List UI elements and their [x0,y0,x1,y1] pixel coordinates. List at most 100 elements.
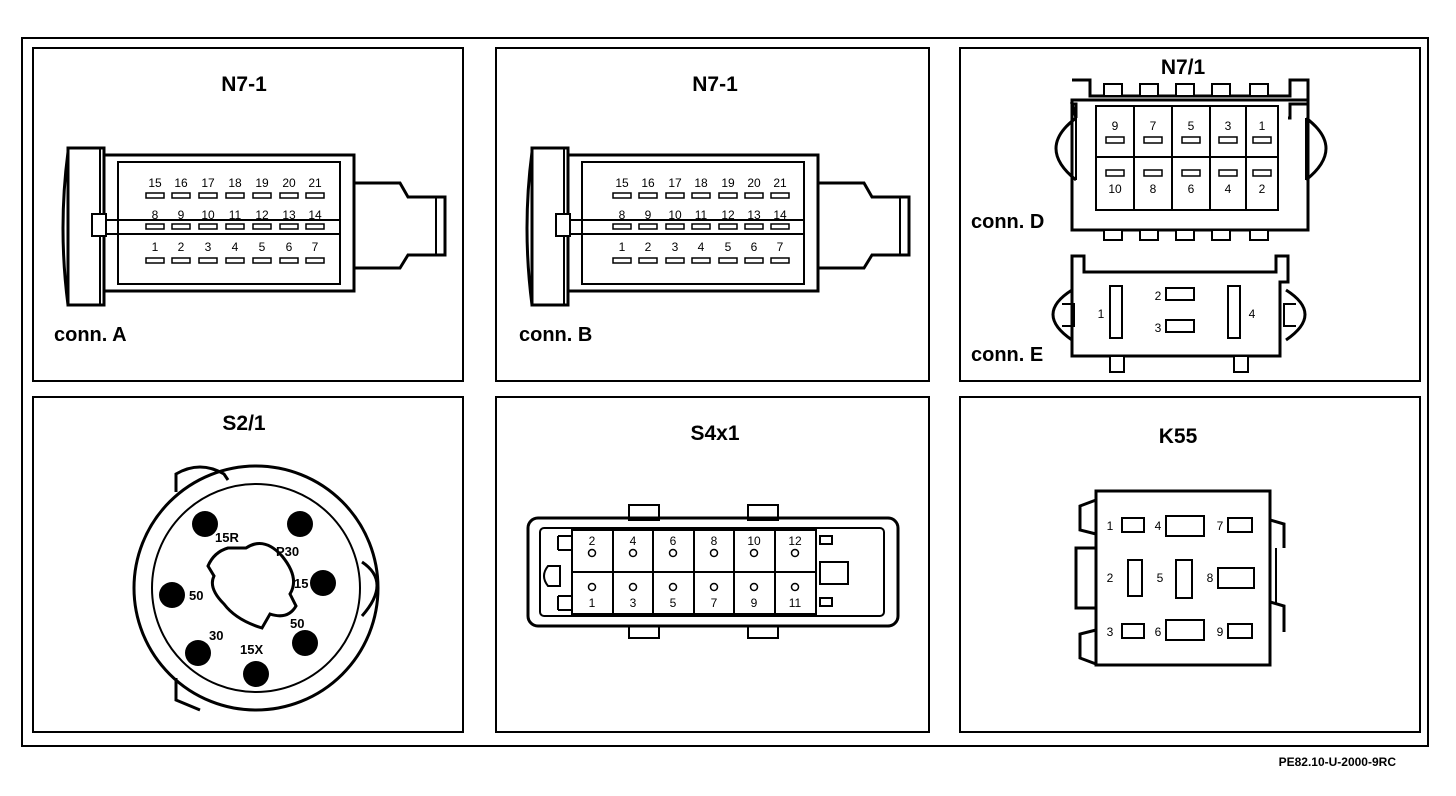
panel-title: S4x1 [690,422,739,445]
pin-label: 4 [1155,519,1162,533]
connector-label: conn. E [971,344,1043,366]
pin-label: 17 [668,176,682,190]
panel-n7-1-conn-b: N7-1 15 16 17 18 19 20 21 8 9 10 [495,47,930,382]
pin-label: 8 [619,208,626,222]
pin-label: 8 [711,534,718,548]
pin-label: 12 [255,208,269,222]
pin-label: 5 [1188,119,1195,133]
connector-e-drawing: 1 2 3 4 [1051,254,1307,373]
pin-label: 9 [645,208,652,222]
pin-label: 9 [751,596,758,610]
pin-label: 18 [694,176,708,190]
panel-title: N7-1 [692,73,738,96]
pin-label: 14 [773,208,787,222]
connector-label: conn. A [54,324,127,346]
pin-label: 1 [1107,519,1114,533]
panel-title: S2/1 [222,412,266,435]
pin-label: 3 [1225,119,1232,133]
pin-label: 1 [619,240,626,254]
ignition-switch-drawing: 15R P30 15 50 30 15X 50 [132,464,380,712]
panel-s4x1: S4x1 2 4 6 8 10 [495,396,930,733]
panel-title: N7/1 [1161,56,1206,79]
pin-label: 3 [205,240,212,254]
pin-label: 12 [721,208,735,222]
connector-d-drawing: 9 7 5 3 1 10 8 6 4 2 [1054,78,1328,241]
pin-label: 7 [777,240,784,254]
pin-label: 15 [615,176,629,190]
terminal-label: 50 [189,588,203,603]
pin-label: 1 [1259,119,1266,133]
pin-label: 4 [630,534,637,548]
pin-label: 3 [672,240,679,254]
connector-label: conn. D [971,211,1044,233]
pin-label: 9 [178,208,185,222]
pin-label: 19 [721,176,735,190]
pin-label: 21 [773,176,787,190]
pin-label: 20 [282,176,296,190]
pin-label: 1 [152,240,159,254]
pin-label: 10 [668,208,682,222]
pin-label: 5 [1157,571,1164,585]
pin-label: 13 [747,208,761,222]
outer-frame [21,37,1429,747]
panel-n7-1-conn-a: N7-1 15 16 17 18 19 20 21 8 9 10 [32,47,464,382]
pin-label: 3 [630,596,637,610]
pin-label: 6 [1155,625,1162,639]
pin-label: 14 [308,208,322,222]
pin-label: 17 [201,176,215,190]
pin-label: 6 [1188,182,1195,196]
pin-label: 6 [286,240,293,254]
pin-label: 4 [232,240,239,254]
terminal-label: P30 [276,544,299,559]
connector-b-drawing: 15 16 17 18 19 20 21 8 9 10 11 12 13 14 … [525,146,911,307]
pin-label: 12 [788,534,802,548]
pin-label: 21 [308,176,322,190]
pin-label: 2 [1259,182,1266,196]
terminal-label: 50 [290,616,304,631]
pin-label: 16 [174,176,188,190]
pin-label: 15 [148,176,162,190]
panel-title: K55 [1159,425,1198,448]
pin-label: 7 [1150,119,1157,133]
pin-label: 11 [229,208,242,222]
panel-n7-1-conn-d-e: N7/1 9 7 5 [959,47,1421,382]
pin-label: 18 [228,176,242,190]
pin-label: 6 [751,240,758,254]
panel-title: N7-1 [221,73,267,96]
pin-label: 10 [201,208,215,222]
pin-label: 4 [1249,307,1256,321]
pin-label: 2 [1107,571,1114,585]
pin-label: 10 [1108,182,1122,196]
pin-label: 6 [670,534,677,548]
pin-label: 4 [698,240,705,254]
connector-s4x1-drawing: 2 4 6 8 10 12 1 3 5 7 9 11 [526,504,900,639]
pin-label: 10 [747,534,761,548]
pin-label: 2 [645,240,652,254]
pin-label: 19 [255,176,269,190]
pin-label: 8 [1207,571,1214,585]
pin-label: 2 [178,240,185,254]
connector-a-drawing: 15 16 17 18 19 20 21 8 9 10 11 12 13 14 … [61,146,447,307]
pin-label: 3 [1155,321,1162,335]
pin-label: 11 [789,596,802,610]
pin-label: 5 [670,596,677,610]
pin-label: 9 [1112,119,1119,133]
connector-label: conn. B [519,324,592,346]
terminal-label: 30 [209,628,223,643]
pin-label: 2 [589,534,596,548]
panel-s2-1: S2/1 15R P30 15 50 30 [32,396,464,733]
terminal-label: 15X [240,642,263,657]
terminal-label: 15R [215,530,239,545]
pin-label: 1 [589,596,596,610]
pin-label: 5 [259,240,266,254]
pin-label: 13 [282,208,296,222]
pin-label: 3 [1107,625,1114,639]
pin-label: 4 [1225,182,1232,196]
pin-label: 8 [152,208,159,222]
pin-label: 2 [1155,289,1162,303]
pin-label: 7 [312,240,319,254]
pin-label: 5 [725,240,732,254]
pin-label: 16 [641,176,655,190]
terminal-label: 15 [294,576,308,591]
